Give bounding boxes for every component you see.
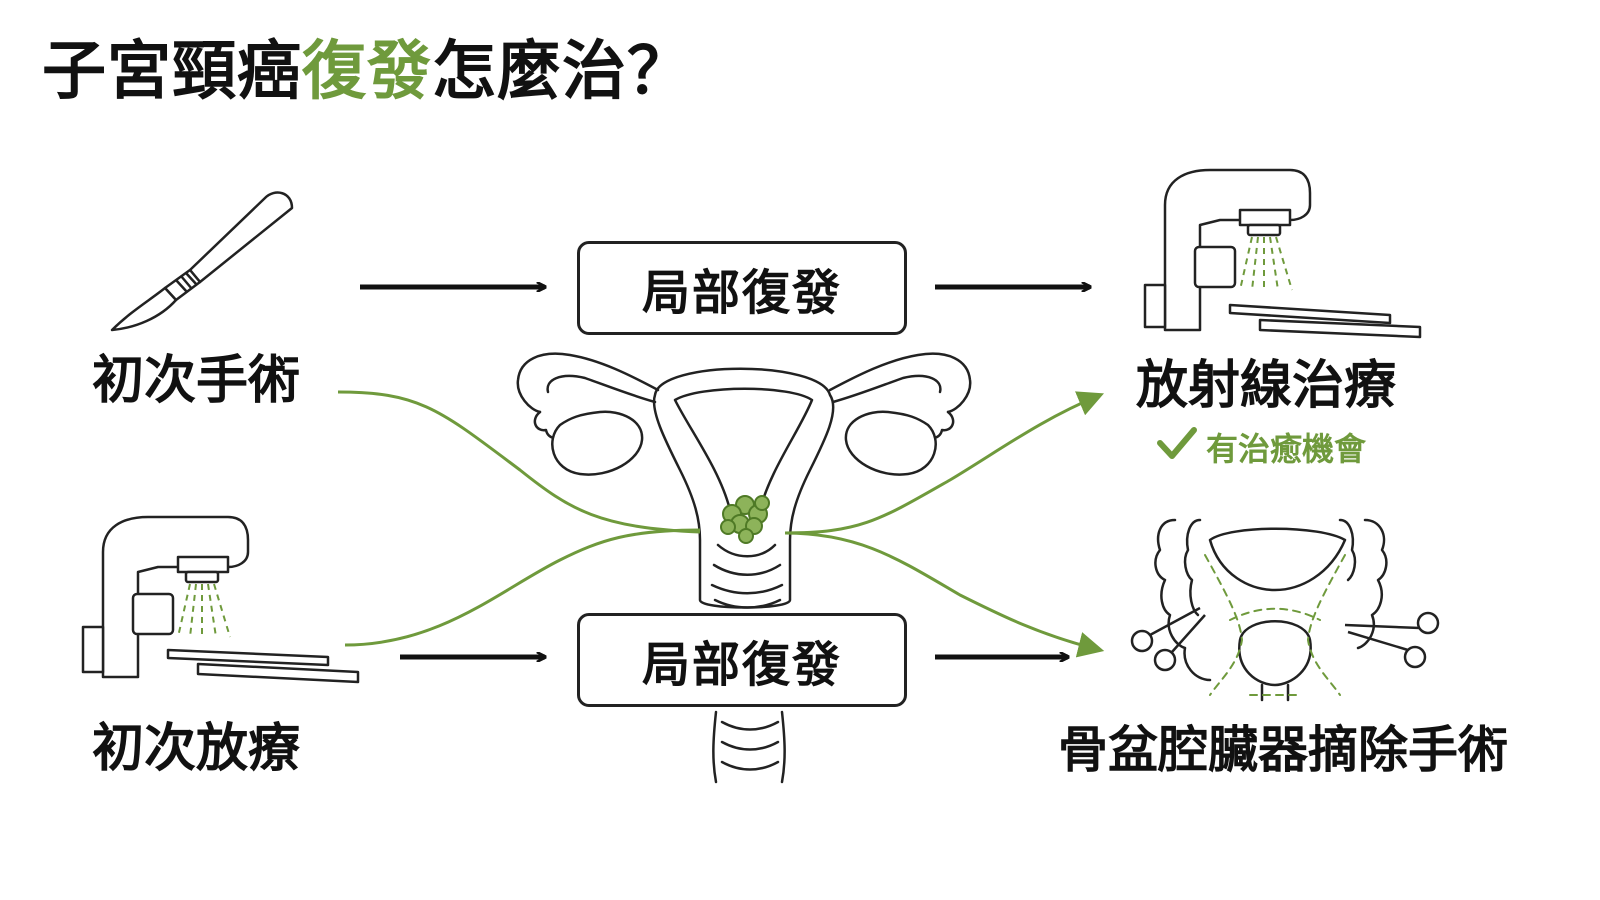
page-title: 子宮頸癌復發怎麼治？ [42,34,692,111]
green-paths [337,390,1105,658]
tumor-cluster [720,495,770,544]
source-radiotherapy-label: 初次放療 [92,719,301,779]
title-suffix: 怎麼治？ [432,35,692,109]
linac-machine-icon [1143,168,1422,339]
pelvis-illustration [1154,518,1388,702]
recurrence-box-top: 局部復發 [577,241,907,335]
title-highlight: 復發 [302,35,432,109]
outcome-exenteration-label: 骨盆腔臟器摘除手術 [1058,721,1508,779]
cure-chance-note: 有治癒機會 [1158,424,1366,470]
black-arrows [360,287,1090,657]
cure-chance-text: 有治癒機會 [1206,430,1367,468]
title-prefix: 子宮頸癌 [42,35,302,109]
recurrence-top-label: 局部復發 [641,265,842,321]
source-surgery-label: 初次手術 [92,351,301,411]
scalpel-icon [110,191,294,332]
outcome-radiation-label: 放射線治療 [1136,356,1397,416]
linac-machine-icon [81,515,360,684]
checkmark-icon [1157,427,1197,459]
recurrence-bottom-label: 局部復發 [641,637,842,693]
recurrence-box-bottom: 局部復發 [577,613,907,707]
uterus-illustration [516,352,972,784]
surgical-scissors-icon [1130,606,1440,672]
